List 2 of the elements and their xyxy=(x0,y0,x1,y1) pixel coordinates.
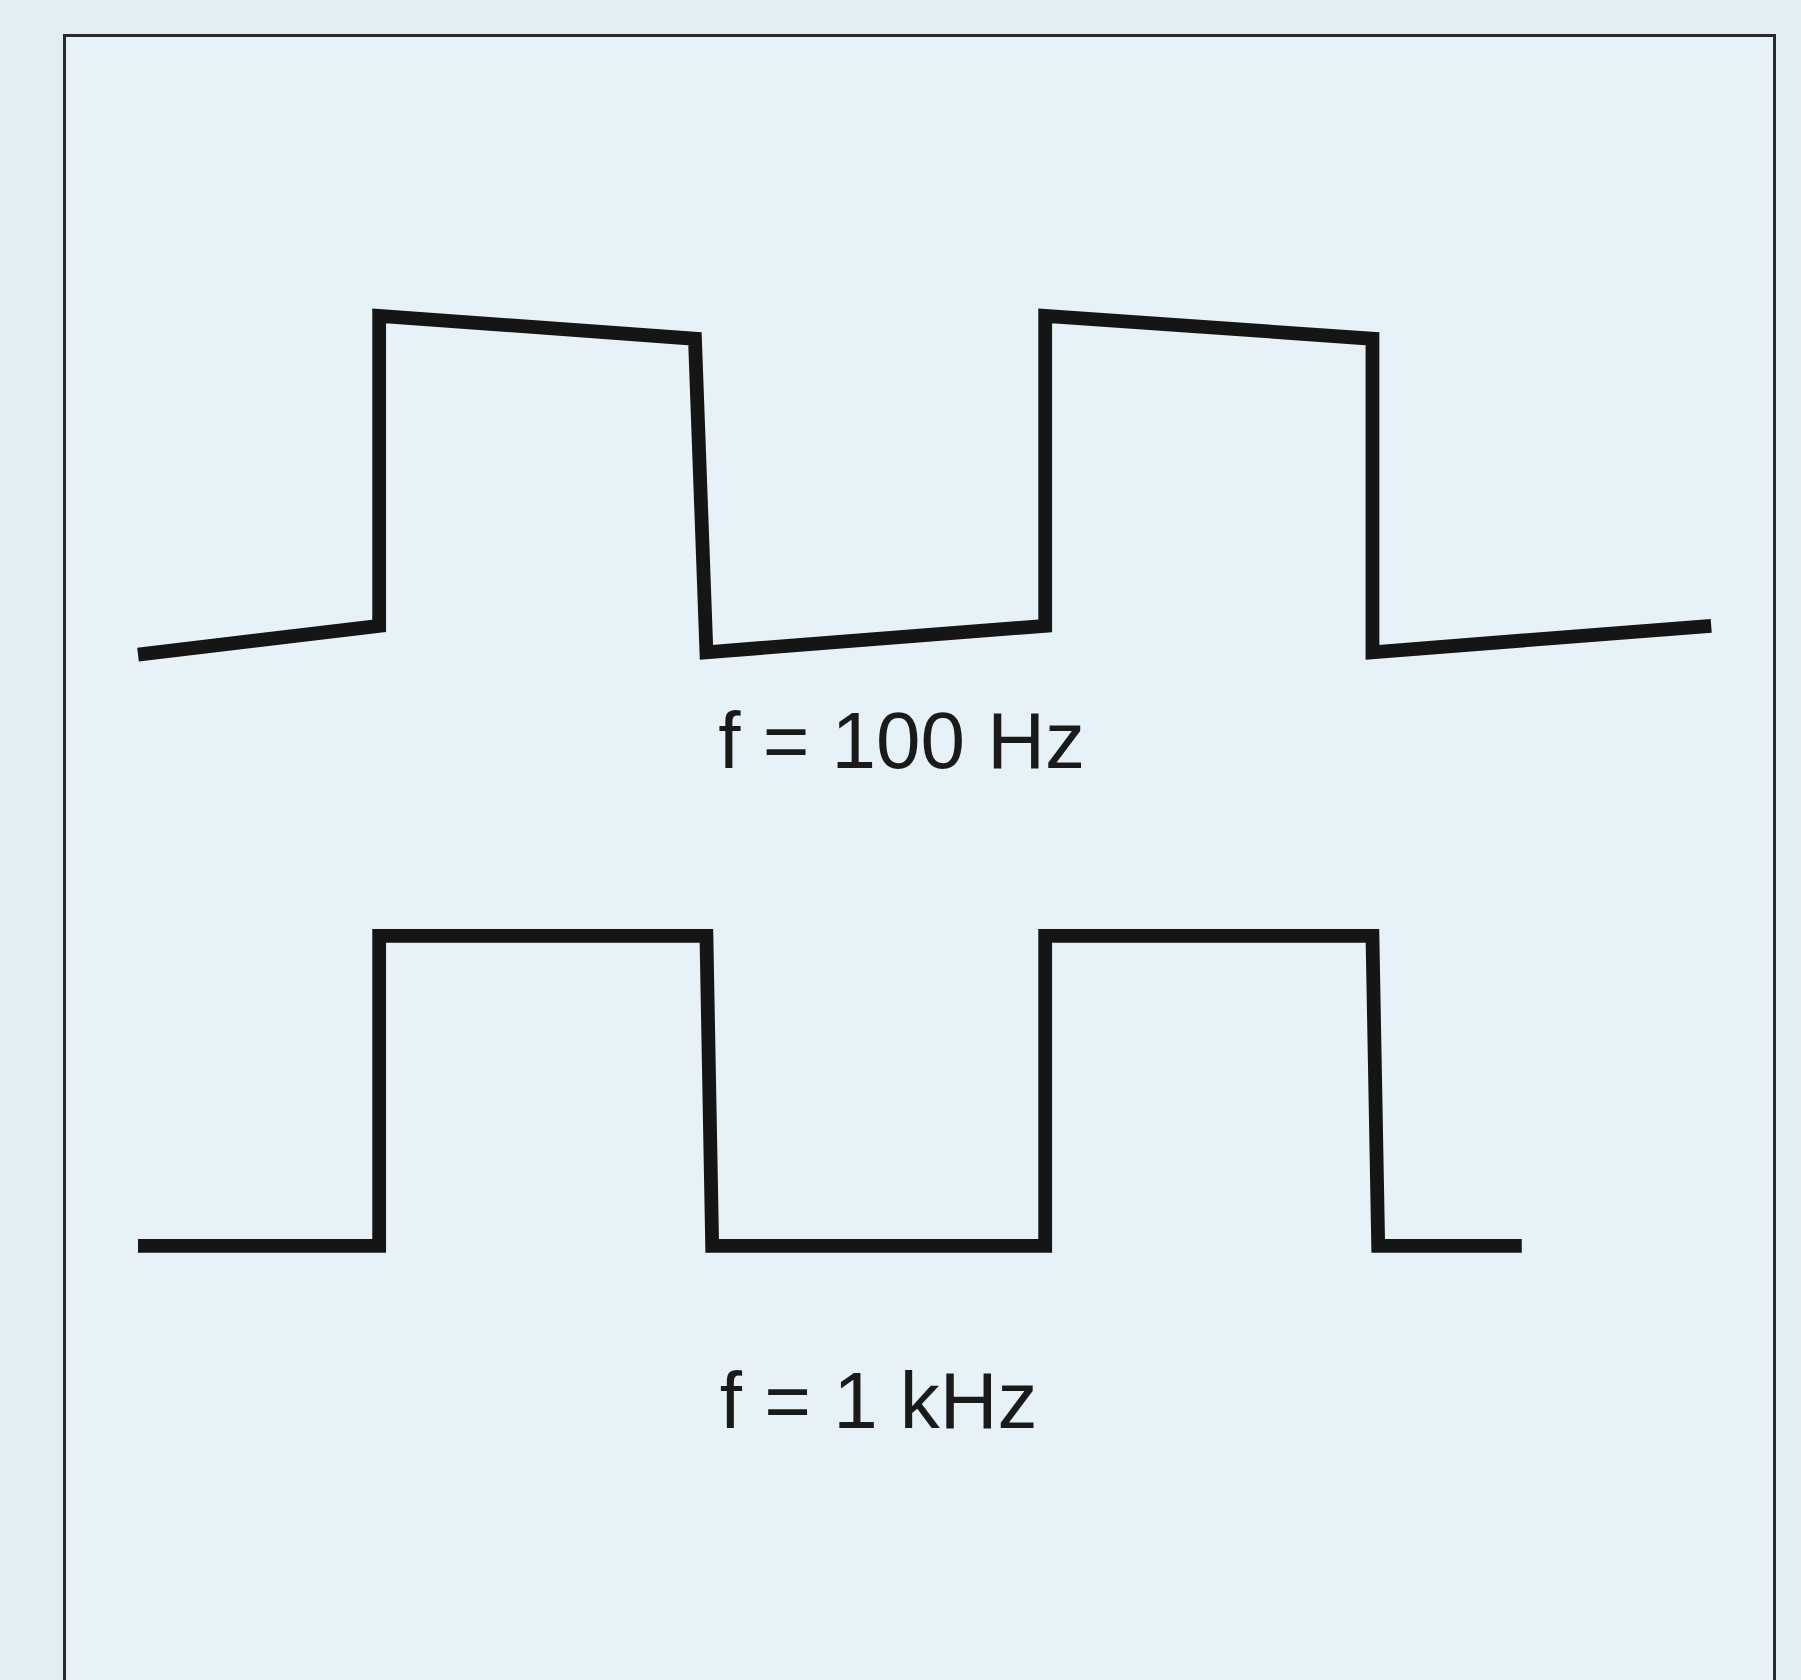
frequency-label: f = 1 kHz xyxy=(719,1361,1038,1442)
frequency-label: f = 100 Hz xyxy=(718,700,1086,781)
